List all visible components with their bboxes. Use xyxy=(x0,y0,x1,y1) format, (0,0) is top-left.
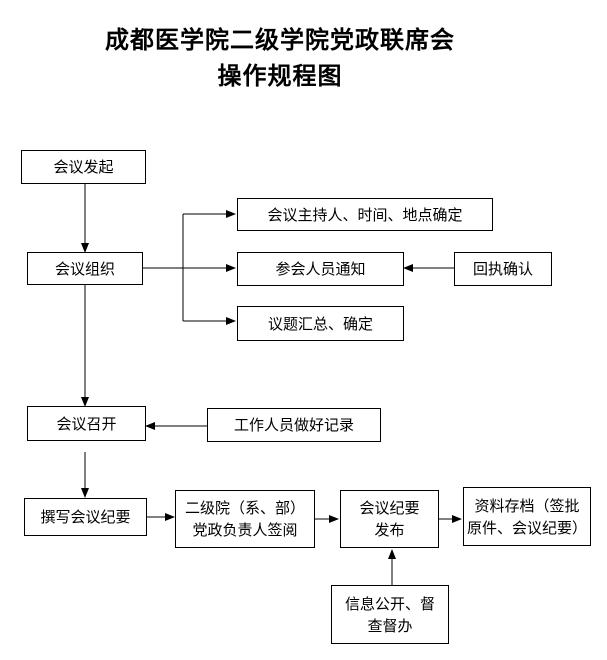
node-sign-label-line1: 二级院（系、部） xyxy=(184,499,305,517)
node-organize-label: 会议组织 xyxy=(54,259,115,278)
node-organize: 会议组织 xyxy=(27,252,143,285)
node-reply-confirm: 回执确认 xyxy=(454,252,552,286)
node-notify-attendees-label: 参会人员通知 xyxy=(275,260,366,278)
node-agenda: 议题汇总、确定 xyxy=(237,306,404,341)
node-convene: 会议召开 xyxy=(27,406,146,441)
node-publish-label-line2: 发布 xyxy=(374,521,405,539)
node-host-time-place-label: 会议主持人、时间、地点确定 xyxy=(267,205,463,224)
node-publish-label-line1: 会议纪要 xyxy=(359,499,420,517)
diagram-title-line1: 成都医学院二级学院党政联席会 xyxy=(105,25,455,54)
node-disclose-label-line1: 信息公开、督 xyxy=(344,594,435,613)
node-initiate: 会议发起 xyxy=(21,150,146,184)
node-sign: 二级院（系、部） 党政负责人签阅 xyxy=(175,490,315,548)
node-initiate-label: 会议发起 xyxy=(53,158,114,176)
node-sign-label-line2: 党政负责人签阅 xyxy=(192,521,298,539)
node-publish: 会议纪要 发布 xyxy=(340,490,439,548)
node-archive-label-line1: 资料存档（签批 xyxy=(474,496,580,515)
node-record: 工作人员做好记录 xyxy=(207,408,381,442)
node-write-minutes: 撰写会议纪要 xyxy=(24,498,147,536)
diagram-title-line2: 操作规程图 xyxy=(217,61,343,90)
node-archive: 资料存档（签批 原件、会议纪要） xyxy=(463,487,591,546)
node-record-label: 工作人员做好记录 xyxy=(233,416,354,434)
node-disclose-label-line2: 查督办 xyxy=(367,616,413,635)
node-agenda-label: 议题汇总、确定 xyxy=(267,314,373,333)
node-reply-confirm-label: 回执确认 xyxy=(472,260,533,278)
node-disclose: 信息公开、督 查督办 xyxy=(331,585,449,644)
node-notify-attendees: 参会人员通知 xyxy=(237,252,404,286)
node-convene-label: 会议召开 xyxy=(56,414,117,433)
node-host-time-place: 会议主持人、时间、地点确定 xyxy=(237,198,493,231)
node-archive-label-line2: 原件、会议纪要） xyxy=(466,518,587,537)
node-write-minutes-label: 撰写会议纪要 xyxy=(40,508,131,526)
